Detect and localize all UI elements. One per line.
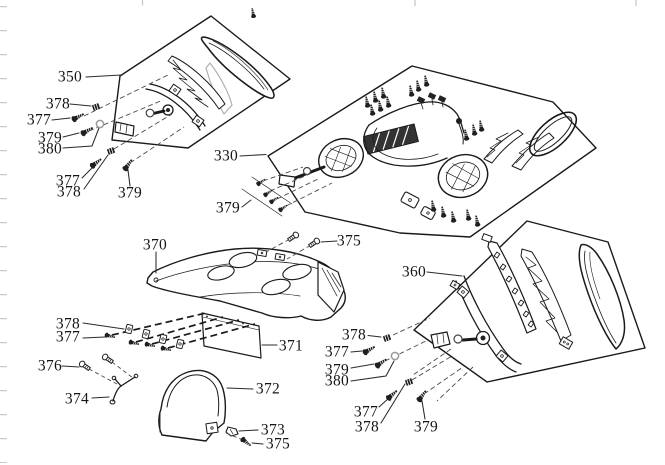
clip-nut-icon bbox=[158, 333, 168, 345]
part-label-360: 360 bbox=[401, 263, 427, 281]
bulb-connector bbox=[430, 331, 451, 349]
part-label-377-1: 377 bbox=[26, 111, 52, 129]
screw-icon bbox=[277, 202, 289, 214]
screw-icon bbox=[88, 156, 104, 170]
part-label-378-3: 378 bbox=[55, 315, 81, 333]
nut-icon bbox=[91, 102, 101, 112]
part-label-371: 371 bbox=[278, 337, 304, 355]
screw-icon bbox=[143, 340, 156, 350]
part-label-350: 350 bbox=[57, 68, 83, 86]
part-label-376: 376 bbox=[37, 357, 63, 375]
part-label-375-1: 375 bbox=[336, 232, 362, 250]
part-label-379-1: 379 bbox=[37, 129, 63, 147]
screw-icon bbox=[103, 331, 116, 341]
bolt-icon bbox=[77, 359, 92, 372]
part-label-330: 330 bbox=[213, 147, 239, 165]
part-label-373: 373 bbox=[260, 421, 286, 439]
screw-icon bbox=[249, 7, 257, 19]
screw-icon bbox=[361, 343, 377, 357]
part-371-panel bbox=[201, 312, 262, 359]
part-label-372: 372 bbox=[255, 380, 281, 398]
clip-nut-icon bbox=[141, 328, 151, 340]
clip-nut-icon bbox=[124, 323, 134, 335]
alignment-dashed-lines bbox=[83, 73, 474, 441]
part-label-378-1: 378 bbox=[45, 95, 71, 113]
shoulder-bolt-icon bbox=[307, 236, 322, 249]
screw-icon bbox=[373, 356, 389, 370]
screw-icon bbox=[79, 124, 95, 138]
screw-icon bbox=[239, 435, 253, 449]
washer-icon bbox=[95, 119, 105, 129]
screw-icon bbox=[268, 194, 280, 206]
nut-icon bbox=[404, 377, 414, 387]
part-label-378-4: 378 bbox=[341, 326, 367, 344]
bolt-icon bbox=[100, 352, 115, 365]
assembly-360 bbox=[430, 233, 626, 373]
screw-icon bbox=[159, 344, 172, 354]
ruler-ticks bbox=[0, 0, 637, 463]
clip-nut-icon bbox=[175, 338, 185, 350]
screw-icon bbox=[262, 187, 274, 199]
part-label-374: 374 bbox=[64, 390, 90, 408]
part-373-clip bbox=[225, 426, 239, 437]
bulb-connector bbox=[278, 174, 296, 188]
panel-330-outline bbox=[267, 65, 597, 238]
assembly-350 bbox=[114, 36, 275, 137]
screw-icon bbox=[415, 388, 429, 404]
screw-icon bbox=[121, 157, 135, 173]
part-label-378-5: 378 bbox=[354, 418, 380, 436]
part-label-378-2: 378 bbox=[56, 183, 82, 201]
part-label-379-5: 379 bbox=[413, 418, 439, 436]
part-label-379-3: 379 bbox=[215, 199, 241, 217]
screw-icon bbox=[70, 110, 86, 124]
part-label-377-5: 377 bbox=[353, 403, 379, 421]
part-label-375-2: 375 bbox=[265, 435, 291, 453]
part-372-cover bbox=[158, 369, 227, 442]
nut-icon bbox=[382, 333, 392, 343]
screw-icon bbox=[127, 338, 140, 348]
part-label-377-2: 377 bbox=[55, 172, 81, 190]
part-label-380-1: 380 bbox=[37, 140, 63, 158]
part-label-377-3: 377 bbox=[55, 328, 81, 346]
part-label-380-2: 380 bbox=[324, 372, 350, 390]
part-label-370: 370 bbox=[142, 236, 168, 254]
part-label-377-4: 377 bbox=[324, 343, 350, 361]
washer-icon bbox=[390, 351, 400, 361]
bulb-connector bbox=[114, 121, 135, 137]
nut-icon bbox=[106, 146, 116, 156]
shoulder-bolt-icon bbox=[286, 230, 301, 243]
part-374-bracket bbox=[109, 373, 139, 405]
part-label-379-2: 379 bbox=[117, 184, 143, 202]
part-label-379-4: 379 bbox=[324, 361, 350, 379]
part-370-cowl bbox=[146, 247, 346, 321]
